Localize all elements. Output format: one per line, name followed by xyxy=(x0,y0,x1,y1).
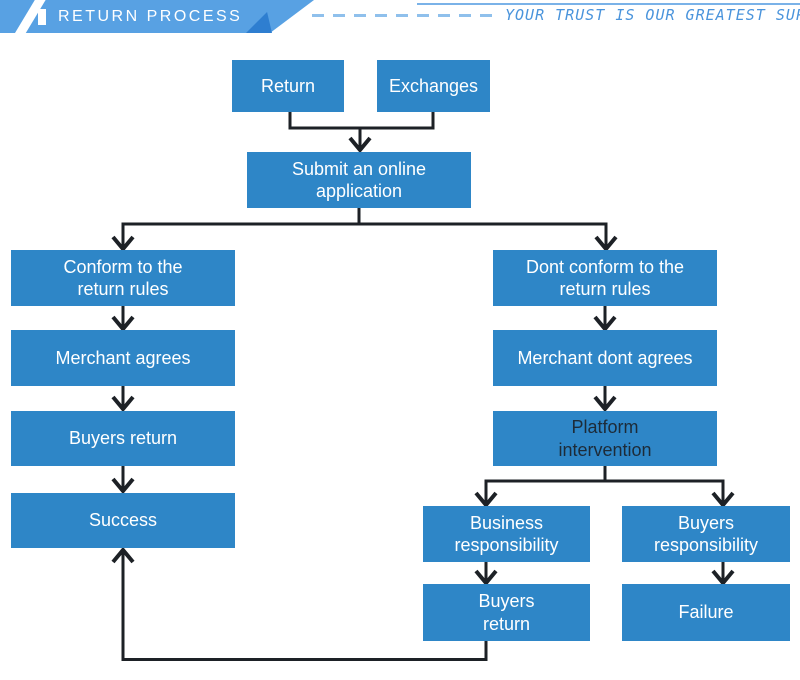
arrowhead-success-up xyxy=(111,546,135,564)
page-title: RETURN PROCESS xyxy=(58,7,243,25)
node-platform-intervention: Platform intervention xyxy=(493,411,717,466)
node-submit-application: Submit an online application xyxy=(247,152,471,208)
arrowhead-buyers-return-bottom xyxy=(474,569,498,587)
edge-buyers-return-to-success-loop xyxy=(121,553,488,661)
node-buyers-return-left: Buyers return xyxy=(11,411,235,466)
header-top-line xyxy=(417,3,800,5)
arrowhead-failure xyxy=(711,569,735,587)
node-buyers-return-bottom: Buyers return xyxy=(423,584,590,641)
arrowhead-dont-conform xyxy=(594,235,618,253)
arrowhead-submit xyxy=(348,136,372,154)
header-title-row: RETURN PROCESS xyxy=(38,0,242,33)
node-conform-rules: Conform to the return rules xyxy=(11,250,235,306)
header: RETURN PROCESS YOUR TRUST IS OUR GREATES… xyxy=(0,0,800,40)
header-dashed-line xyxy=(312,14,500,17)
node-business-responsibility: Business responsibility xyxy=(423,506,590,562)
node-success: Success xyxy=(11,493,235,548)
arrowhead-merchant-agrees xyxy=(111,315,135,333)
edge-return-exchanges-to-submit xyxy=(288,112,435,147)
edge-submit-split xyxy=(121,208,608,246)
edge-platform-split xyxy=(484,466,725,502)
arrowhead-success xyxy=(111,477,135,495)
title-bar-icon xyxy=(38,8,46,25)
arrowhead-business-resp xyxy=(474,491,498,509)
arrowhead-merchant-dont xyxy=(593,315,617,333)
node-merchant-agrees: Merchant agrees xyxy=(11,330,235,386)
header-slogan: YOUR TRUST IS OUR GREATEST SUPPORT xyxy=(505,6,800,24)
arrowhead-buyers-resp xyxy=(711,491,735,509)
node-exchanges: Exchanges xyxy=(377,60,490,112)
arrowhead-conform xyxy=(111,235,135,253)
node-merchant-dont-agrees: Merchant dont agrees xyxy=(493,330,717,386)
arrowhead-platform xyxy=(593,395,617,413)
node-buyers-responsibility: Buyers responsibility xyxy=(622,506,790,562)
node-dont-conform-rules: Dont conform to the return rules xyxy=(493,250,717,306)
node-failure: Failure xyxy=(622,584,790,641)
node-return: Return xyxy=(232,60,344,112)
arrowhead-buyers-return-left xyxy=(111,395,135,413)
